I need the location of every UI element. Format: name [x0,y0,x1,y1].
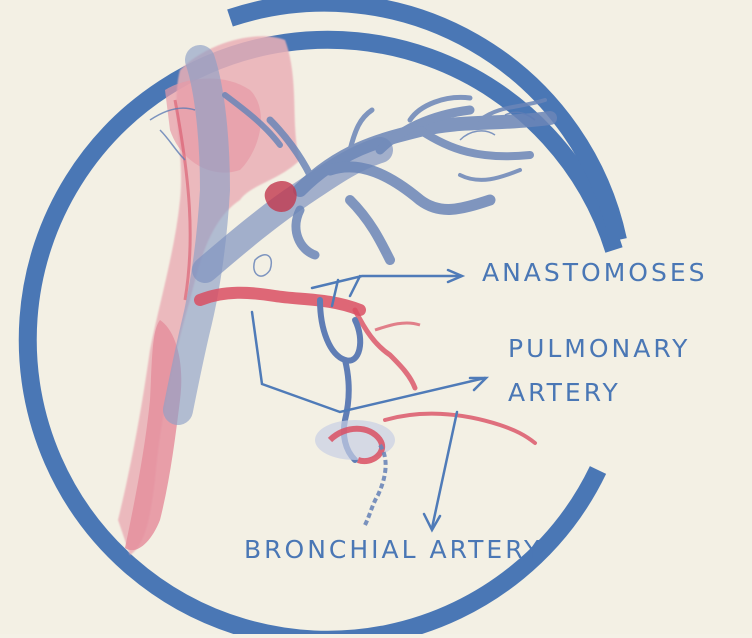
pink-lower-trunk [125,320,181,550]
pulmonary-arrow-line [252,312,485,412]
red-fine-branch [375,323,420,330]
anastomoses-label: ANASTOMOSES [482,258,708,287]
bronchial-arrowhead [424,514,440,530]
anastomoses-arrow-line [312,276,460,288]
bronchial-arrow-line [432,412,457,528]
bronchial-artery-label: BRONCHIAL ARTERY [244,535,542,564]
pulmonary-label-line1: PULMONARY [508,334,690,363]
red-trailing-vessel [385,414,535,443]
red-artery-branch [200,293,360,310]
label-leader-lines [252,270,486,530]
pulmonary-label-line2: ARTERY [508,378,621,407]
